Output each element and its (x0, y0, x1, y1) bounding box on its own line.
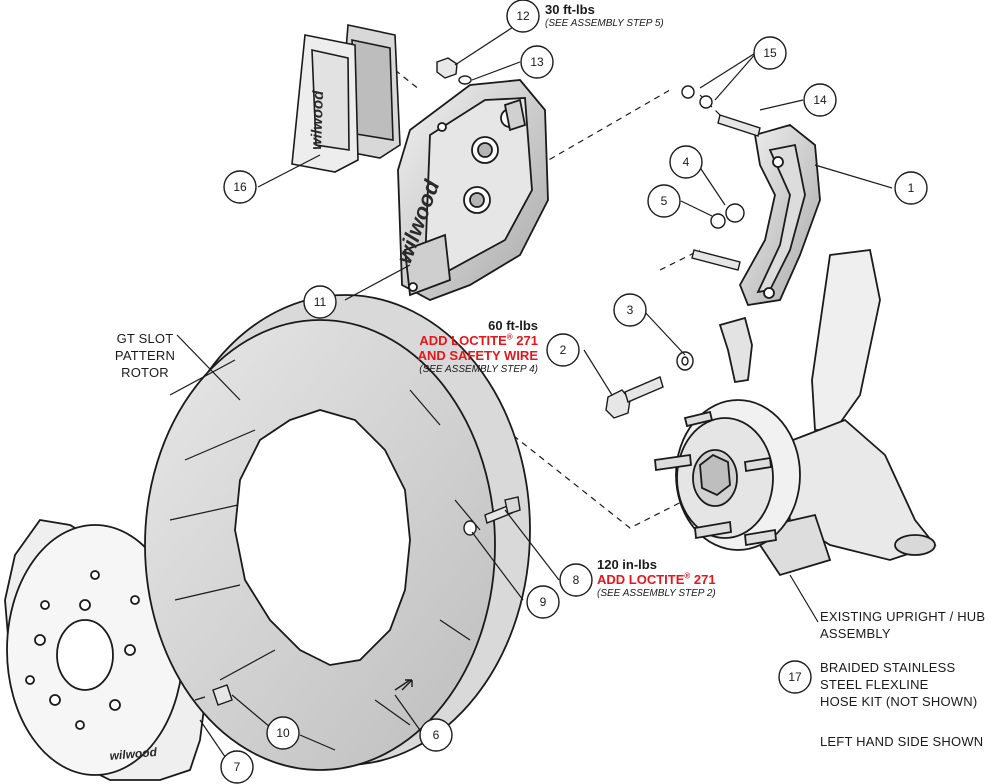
upright-label: EXISTING UPRIGHT / HUB ASSEMBLY (820, 609, 986, 641)
svg-text:13: 13 (530, 55, 544, 69)
loctite-note-8: ADD LOCTITE® 271 (597, 571, 716, 587)
assembly-step-note-8: (SEE ASSEMBLY STEP 2) (597, 588, 716, 599)
bracket-bolts (681, 85, 761, 271)
hat-brand-mark: wilwood (109, 745, 158, 763)
torque-spec-2: 60 ft-lbs (488, 318, 538, 333)
svg-text:14: 14 (813, 93, 827, 107)
torque-block-8: 120 in-lbs ADD LOCTITE® 271 (SEE ASSEMBL… (597, 557, 716, 601)
callout-14: 14 (803, 83, 837, 117)
callout-13: 13 (520, 45, 554, 79)
svg-text:15: 15 (763, 46, 777, 60)
callout-17: 17 (778, 660, 812, 694)
callout-4: 4 (669, 145, 703, 179)
svg-text:17: 17 (788, 670, 802, 684)
callout-7: 7 (220, 750, 254, 784)
rotor-bolt-and-washer (463, 496, 521, 536)
hub-assembly (654, 399, 801, 551)
callout-16: 16 (223, 170, 257, 204)
svg-text:5: 5 (661, 194, 668, 208)
loctite-note-2: ADD LOCTITE® 271 (419, 332, 538, 348)
svg-text:7: 7 (234, 760, 241, 774)
svg-text:9: 9 (540, 595, 547, 609)
assembly-step-note-2: (SEE ASSEMBLY STEP 4) (419, 364, 538, 375)
svg-text:12: 12 (516, 9, 530, 23)
torque-spec-8: 120 in-lbs (597, 557, 657, 572)
callout-2: 2 (546, 333, 580, 367)
side-shown-label: LEFT HAND SIDE SHOWN (820, 734, 984, 749)
safety-wire-note: AND SAFETY WIRE (417, 348, 538, 363)
rotor-nut-clip (194, 684, 233, 706)
callout-6: 6 (419, 718, 453, 752)
upright-spindle (718, 249, 937, 577)
caliper: wilwood (391, 79, 549, 301)
callout-circles: 1 2 3 4 5 6 7 8 9 10 11 12 13 14 15 16 1… (220, 0, 928, 784)
svg-text:11: 11 (314, 295, 327, 309)
svg-text:8: 8 (573, 573, 580, 587)
callout-9: 9 (526, 585, 560, 619)
svg-text:2: 2 (560, 343, 567, 357)
rotor-label: GT SLOT PATTERN ROTOR (114, 331, 176, 380)
pad-brand-mark: wilwood (308, 90, 327, 151)
svg-text:1: 1 (908, 181, 915, 195)
svg-text:4: 4 (683, 155, 690, 169)
callout-12: 12 (506, 0, 540, 33)
torque-block-2: 60 ft-lbs ADD LOCTITE® 271 AND SAFETY WI… (418, 318, 538, 377)
callout-3: 3 (613, 293, 647, 327)
svg-text:6: 6 (433, 728, 440, 742)
rotor-direction-arrow (401, 679, 413, 691)
svg-text:16: 16 (233, 180, 247, 194)
mounting-bolt (605, 351, 694, 419)
callout-11: 11 (303, 285, 337, 319)
gt-slot-rotor (144, 294, 531, 771)
callout-10: 10 (266, 716, 300, 750)
nut-and-washer (436, 57, 472, 85)
callout-15: 15 (753, 36, 787, 70)
svg-text:3: 3 (627, 303, 634, 317)
rotor-hat: wilwood (4, 519, 206, 781)
svg-text:10: 10 (276, 726, 290, 740)
callout-5: 5 (647, 184, 681, 218)
callout-1: 1 (894, 171, 928, 205)
callout-8: 8 (559, 563, 593, 597)
brake-pads: wilwood (291, 24, 401, 173)
torque-spec-12: 30 ft-lbs (545, 2, 595, 17)
assembly-step-note-12: (SEE ASSEMBLY STEP 5) (545, 18, 664, 29)
flexline-label: BRAIDED STAINLESS STEEL FLEXLINE HOSE KI… (820, 660, 978, 709)
mounting-bracket (739, 124, 821, 306)
